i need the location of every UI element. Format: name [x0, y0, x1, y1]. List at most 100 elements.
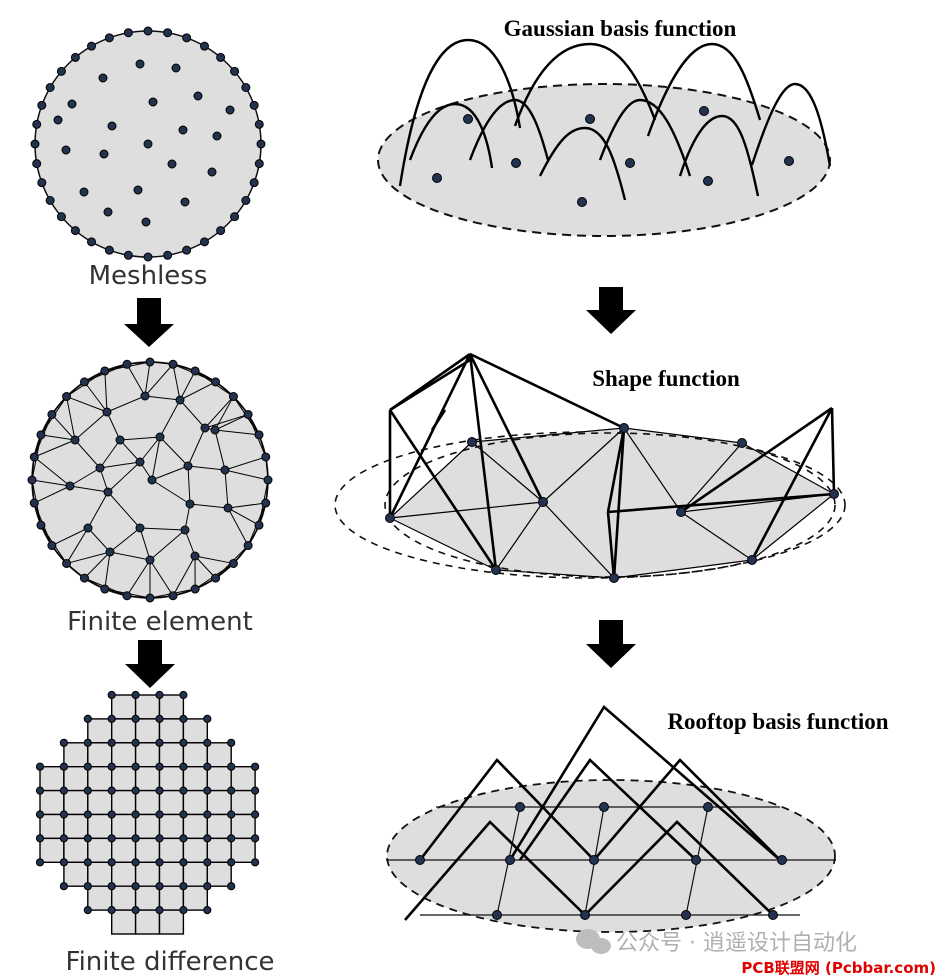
- mesh-edge: [187, 465, 191, 505]
- grid-cell: [206, 837, 232, 864]
- basis-center-node: [511, 158, 521, 168]
- mesh-edge: [33, 456, 71, 487]
- grid-node: [35, 834, 45, 843]
- grid-node: [179, 786, 188, 795]
- grid-cell: [230, 837, 256, 864]
- grid-cell: [63, 837, 89, 864]
- mesh-edge: [214, 429, 260, 436]
- basis-center-node: [784, 156, 794, 166]
- grid-node: [227, 834, 236, 843]
- mesh-edge: [187, 465, 226, 471]
- boundary-node: [56, 66, 66, 76]
- boundary-node: [211, 573, 221, 583]
- interior-node: [175, 395, 185, 405]
- grid-node: [107, 810, 116, 819]
- mesh-edge: [87, 491, 109, 529]
- interior-node: [167, 159, 177, 169]
- grid-node: [227, 858, 236, 867]
- grid-node: [599, 802, 609, 812]
- mesh-edge: [179, 399, 206, 429]
- mesh-edge: [99, 461, 141, 469]
- grid-node: [681, 910, 691, 920]
- grid-cell: [206, 766, 232, 792]
- grid-node: [515, 802, 525, 812]
- mesh-edge: [99, 439, 121, 469]
- grid-node: [155, 714, 164, 724]
- mesh-edge: [51, 414, 76, 441]
- grid-node: [131, 714, 140, 724]
- grid-cell: [110, 837, 137, 864]
- mesh-edge: [751, 493, 835, 561]
- mesh-edge: [84, 551, 111, 579]
- grid-cell: [110, 909, 137, 935]
- shape-function-edge: [606, 427, 626, 513]
- grid-node: [107, 906, 116, 915]
- grid-cell: [206, 861, 232, 887]
- grid-cell: [39, 766, 65, 792]
- grid-cell: [182, 861, 208, 887]
- mesh-edge: [87, 527, 111, 553]
- mesh-edge: [227, 507, 260, 526]
- mesh-edge: [66, 396, 76, 441]
- shape-mesh-lines: [388, 352, 836, 579]
- boundary-node: [70, 52, 80, 62]
- boundary-node: [45, 83, 55, 92]
- grid-node: [179, 690, 188, 700]
- interior-node: [135, 457, 145, 467]
- grid-cell: [182, 789, 208, 816]
- boundary-node: [200, 237, 209, 247]
- boundary-node: [45, 196, 55, 205]
- boundary-node: [32, 119, 42, 129]
- shape-function-edge: [612, 427, 626, 579]
- interior-node: [135, 59, 145, 69]
- grid-node: [589, 855, 599, 865]
- interior-node: [212, 131, 222, 141]
- boundary-node: [122, 359, 132, 369]
- grid-node: [155, 858, 164, 867]
- grid-node: [35, 810, 45, 819]
- boundary-node: [211, 377, 221, 387]
- mesh-edge: [34, 439, 76, 458]
- grid-cell: [134, 766, 161, 792]
- mesh-node: [747, 555, 757, 565]
- grid-cell: [87, 742, 113, 768]
- mesh-edge: [495, 569, 615, 579]
- boundary-node: [29, 498, 39, 508]
- mesh-edge: [66, 527, 89, 564]
- grid-node: [227, 786, 236, 795]
- grid-cell: [158, 718, 185, 744]
- mesh-edge: [151, 465, 189, 481]
- interior-node: [147, 475, 157, 485]
- meshless-nodes: [30, 26, 266, 262]
- mesh-edge: [66, 551, 111, 564]
- grid-node: [251, 858, 260, 867]
- mesh-edge: [204, 413, 249, 429]
- grid-cell: [134, 694, 161, 720]
- mesh-edge: [389, 517, 497, 571]
- shape-function-panel: Shape function: [334, 352, 846, 583]
- grid-node: [691, 855, 701, 865]
- grid-cell: [110, 742, 137, 768]
- boundary-node: [182, 33, 192, 43]
- boundary-node: [228, 558, 238, 568]
- mesh-edge: [106, 395, 146, 413]
- basis-center-node: [432, 173, 442, 183]
- grid-cell: [158, 742, 185, 768]
- grid-cell: [182, 718, 208, 744]
- basis-center-node: [703, 176, 713, 186]
- shape-function-edge: [389, 358, 471, 412]
- mesh-node: [619, 423, 629, 433]
- grid-cell: [206, 742, 232, 768]
- interior-node: [103, 487, 113, 497]
- shape-function-edge: [680, 406, 833, 514]
- grid-cell: [110, 813, 137, 840]
- boundary-node: [190, 584, 200, 594]
- mesh-edge: [680, 511, 753, 561]
- mesh-node: [829, 489, 839, 499]
- grid-node: [227, 882, 236, 891]
- grid-cell: [158, 766, 185, 792]
- grid-node: [131, 786, 140, 795]
- grid-cell: [230, 789, 256, 816]
- interior-node: [105, 547, 115, 557]
